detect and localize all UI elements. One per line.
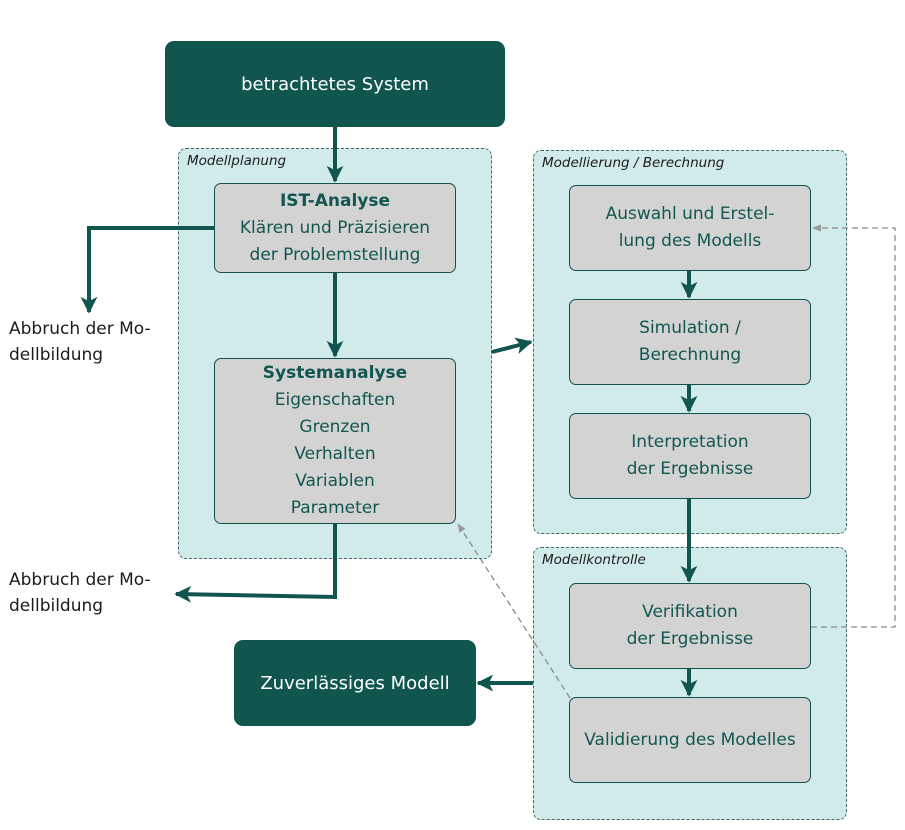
abort-label-1-line: Abbruch der Mo- — [9, 319, 151, 339]
verification-box[interactable]: Verifikation der Ergebnisse — [569, 583, 811, 669]
abort-label-2-line: dellbildung — [9, 596, 104, 616]
verification-line: der Ergebnisse — [626, 629, 754, 649]
ist-analysis-box[interactable]: IST-Analyse Klären und Präzisieren der P… — [214, 183, 456, 273]
ist-analysis-title: IST-Analyse — [279, 190, 390, 211]
arrow-planning-to-modeling — [491, 337, 533, 354]
abort-label-1: Abbruch der Mo- dellbildung — [9, 316, 151, 368]
interpretation-line: der Ergebnisse — [626, 459, 754, 479]
ist-analysis-line: Klären und Präzisieren — [239, 217, 431, 238]
simulation-line: Berechnung — [638, 345, 742, 365]
system-analysis-item: Verhalten — [294, 444, 376, 464]
simulation-line: Simulation / — [639, 318, 741, 338]
start-node-label: betrachtetes System — [241, 73, 429, 95]
system-analysis-item: Eigenschaften — [274, 390, 396, 410]
abort-label-2: Abbruch der Mo- dellbildung — [9, 567, 151, 619]
verification-line: Verifikation — [642, 602, 738, 622]
system-analysis-item: Parameter — [290, 498, 380, 518]
interpretation-line: Interpretation — [631, 432, 749, 452]
group-label-control: Modellkontrolle — [542, 552, 646, 568]
interpretation-box[interactable]: Interpretation der Ergebnisse — [569, 413, 811, 499]
model-selection-line: lung des Modells — [618, 231, 762, 251]
end-node[interactable]: Zuverlässiges Modell — [234, 640, 476, 726]
system-analysis-box[interactable]: Systemanalyse Eigenschaften Grenzen Verh… — [214, 358, 456, 524]
system-analysis-title: Systemanalyse — [262, 363, 408, 383]
model-selection-line: Auswahl und Erstel- — [605, 204, 775, 224]
system-analysis-item: Variablen — [295, 471, 375, 491]
validation-line: Validierung des Modelles — [584, 729, 796, 750]
simulation-box[interactable]: Simulation / Berechnung — [569, 299, 811, 385]
group-label-modeling: Modellierung / Berechnung — [542, 155, 725, 171]
ist-analysis-line: der Problemstellung — [249, 244, 421, 265]
group-label-planning: Modellplanung — [187, 153, 287, 169]
abort-label-1-line: dellbildung — [9, 345, 104, 365]
abort-label-2-line: Abbruch der Mo- — [9, 570, 151, 590]
start-node[interactable]: betrachtetes System — [165, 41, 505, 127]
end-node-label: Zuverlässiges Modell — [260, 672, 450, 694]
validation-box[interactable]: Validierung des Modelles — [569, 697, 811, 783]
system-analysis-item: Grenzen — [299, 417, 371, 437]
model-selection-box[interactable]: Auswahl und Erstel- lung des Modells — [569, 185, 811, 271]
